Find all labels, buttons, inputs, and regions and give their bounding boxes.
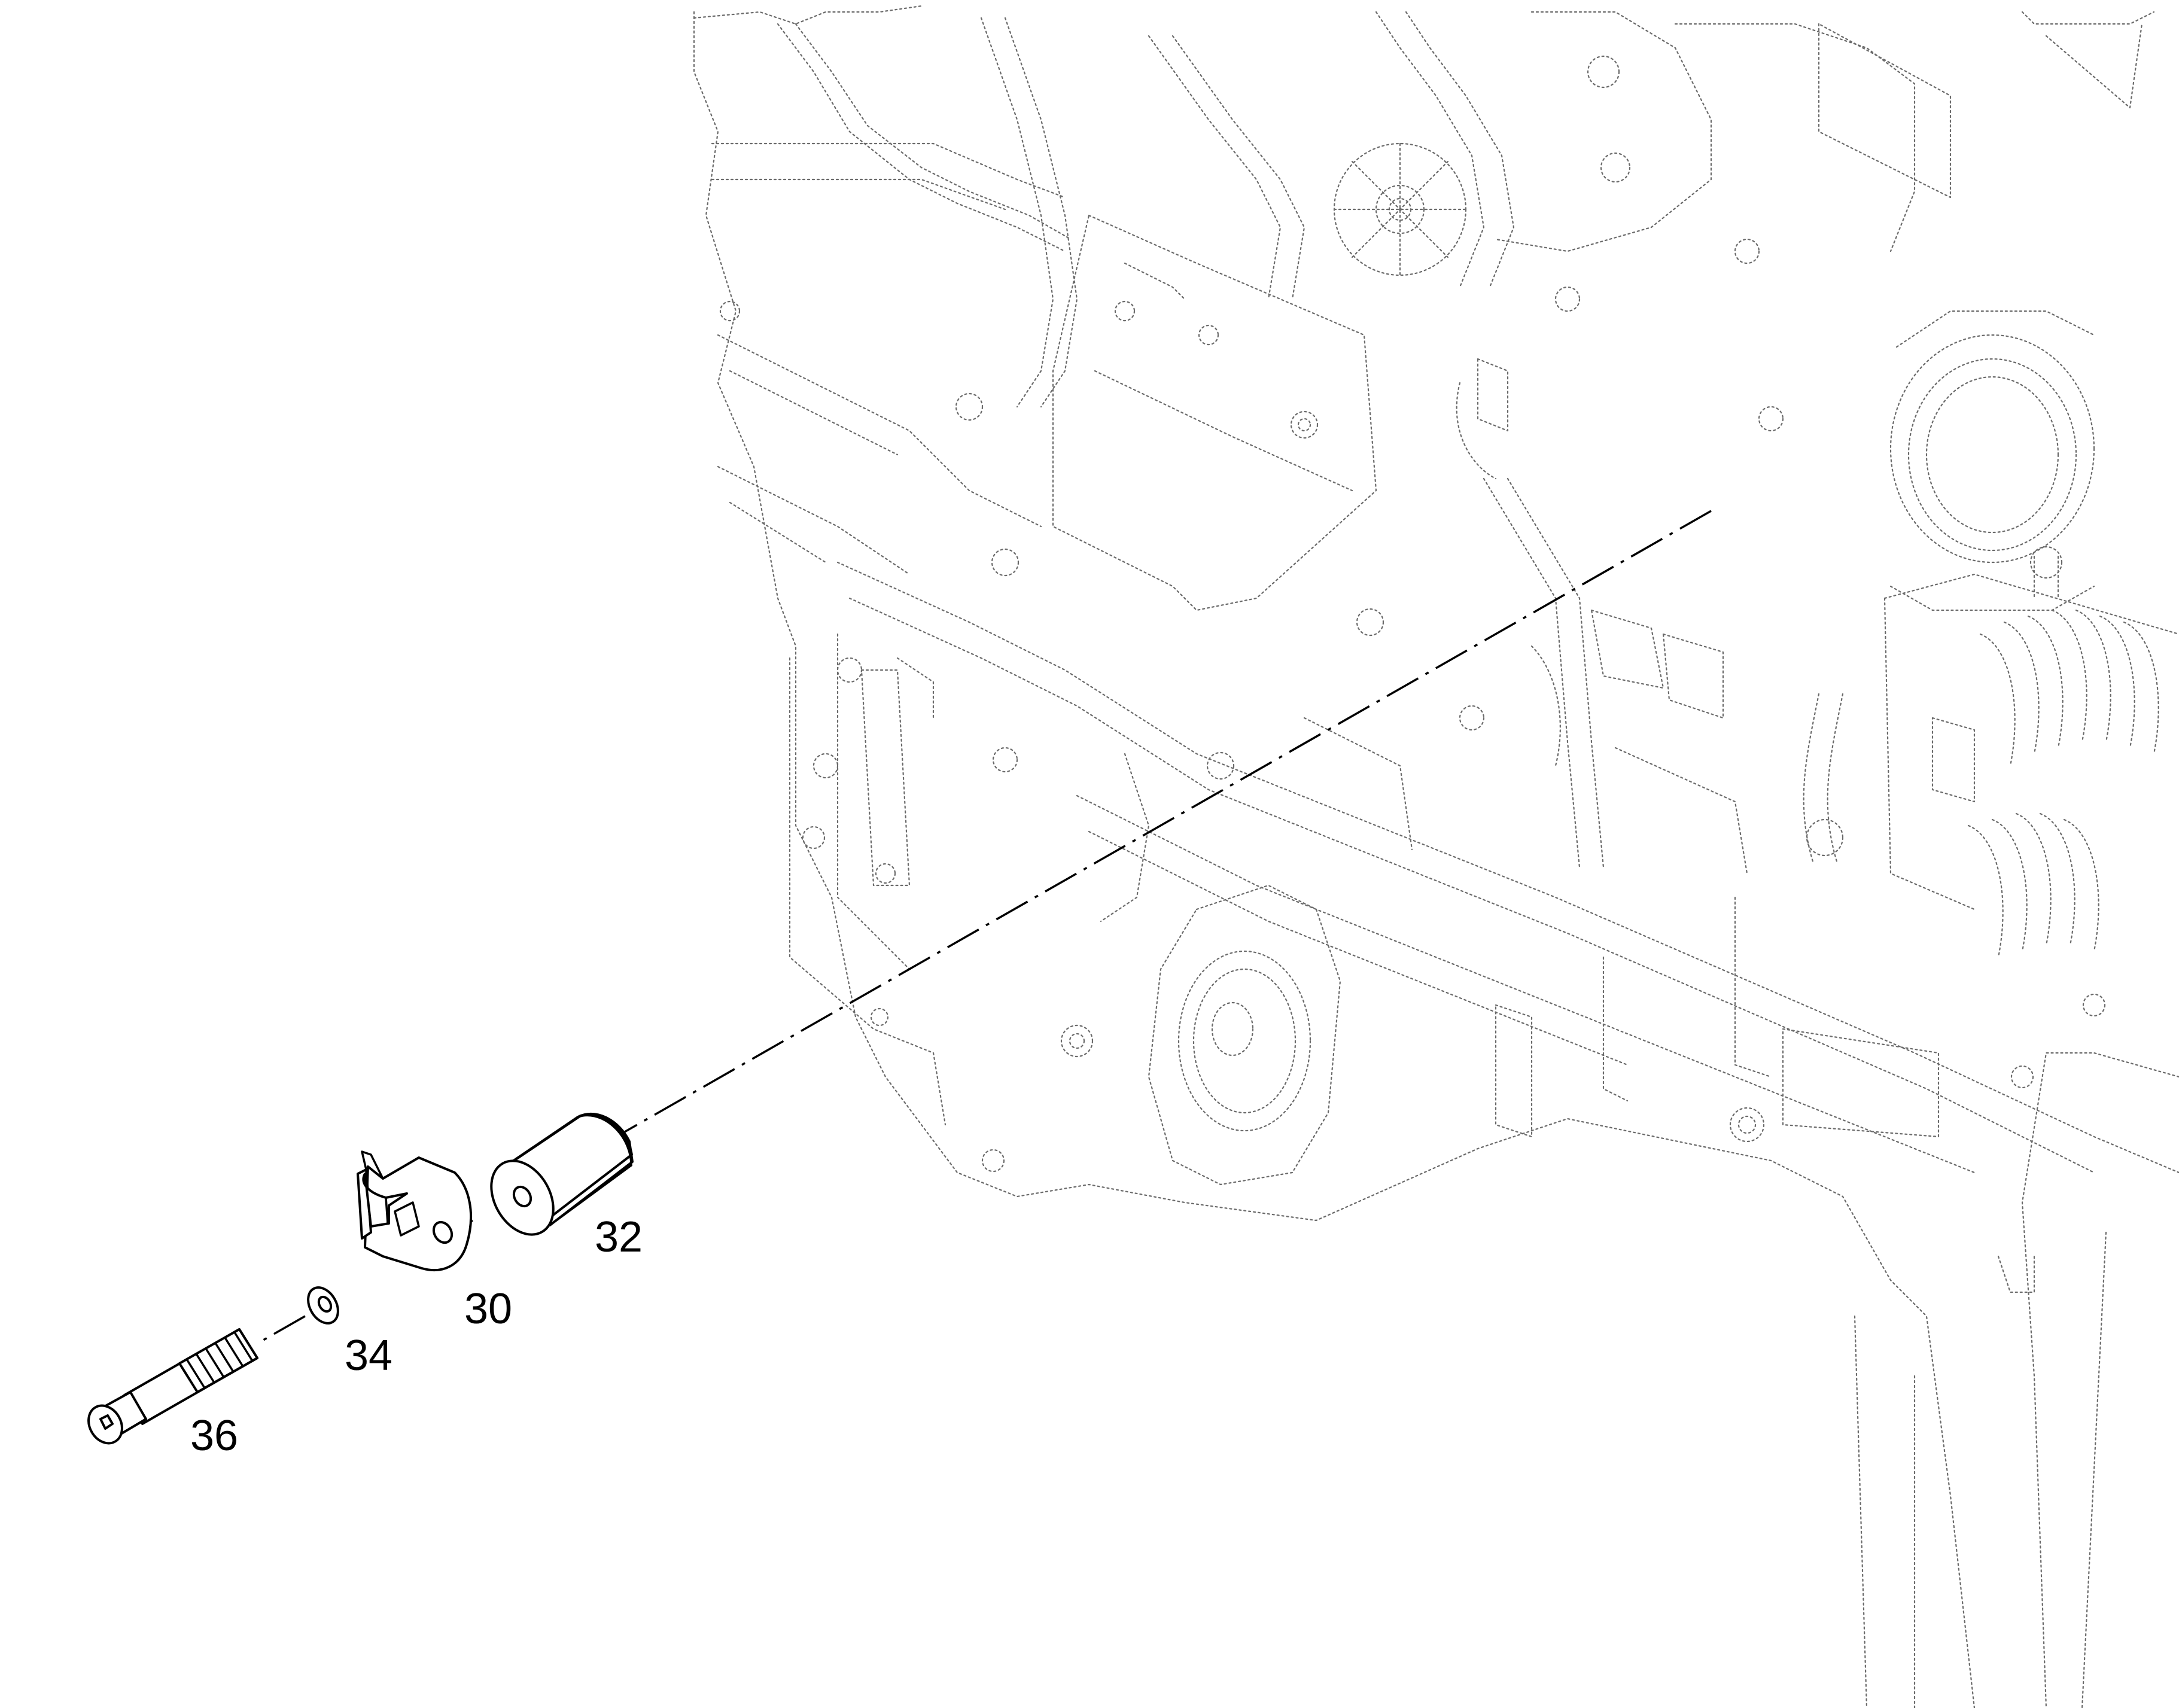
callout-32: 32 — [595, 1213, 643, 1261]
assembly-axis-line — [263, 510, 1712, 1341]
bolt-part — [87, 1328, 258, 1445]
callout-30: 30 — [464, 1285, 512, 1333]
washer-part — [307, 1286, 339, 1325]
callout-34: 34 — [345, 1332, 392, 1380]
bushing-part — [490, 1112, 634, 1236]
engine-background — [693, 5, 2179, 1708]
callout-36: 36 — [190, 1412, 238, 1460]
bracket-part — [357, 1150, 473, 1272]
